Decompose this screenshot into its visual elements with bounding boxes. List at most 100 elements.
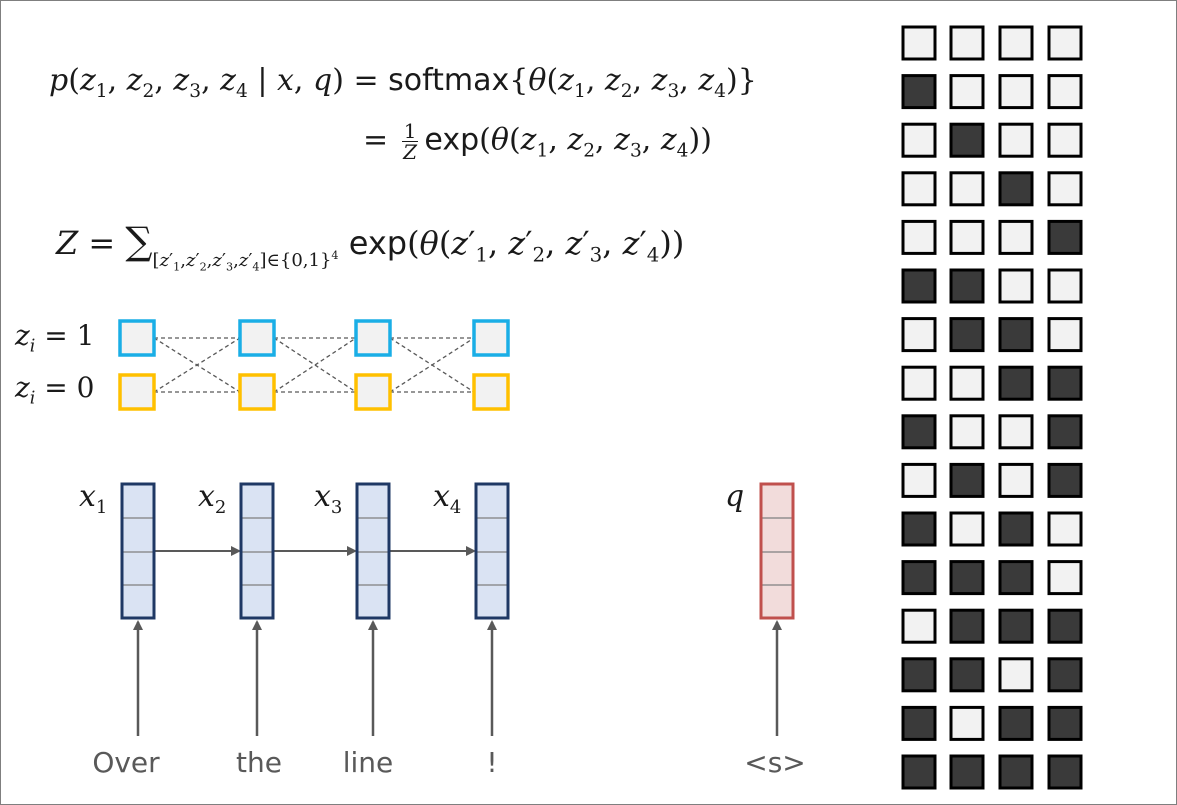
config-cell [901,219,937,255]
word-over: Over [92,746,160,779]
config-cell [949,608,985,644]
chain-edge [389,337,475,393]
hidden-vector-x2 [239,482,275,620]
config-cell [949,511,985,547]
hidden-vector-x1 [120,482,156,620]
config-cell [949,171,985,207]
config-cell [949,705,985,741]
config-cell [949,25,985,61]
config-cell [998,219,1034,255]
config-cell [998,560,1034,596]
config-cell [949,414,985,450]
query-label-q: q [725,479,745,514]
hidden-vector-x3 [355,482,391,620]
label-z-equals-zero: zi = 0 [15,371,95,409]
chain-edge [153,337,241,393]
node-z3-state-zero [354,373,392,411]
config-cell [901,122,937,158]
config-cell [1047,122,1083,158]
config-cell [1047,74,1083,110]
config-cell [949,462,985,498]
config-cell [998,25,1034,61]
config-cell [1047,705,1083,741]
config-cell [901,705,937,741]
config-cell [901,608,937,644]
node-z2-state-one [238,319,276,357]
input-label-x4: x4 [433,479,462,518]
config-cell [901,74,937,110]
config-cell [998,608,1034,644]
config-cell [998,657,1034,693]
config-cell [998,74,1034,110]
node-z1-state-one [118,319,156,357]
config-cell [901,657,937,693]
node-z2-state-zero [238,373,276,411]
config-cell [1047,511,1083,547]
config-cell [1047,317,1083,353]
config-cell [949,219,985,255]
word-line: line [342,746,394,779]
input-label-x3: x3 [314,479,343,518]
config-cell [901,268,937,304]
config-cell [1047,754,1083,790]
config-cell [901,317,937,353]
config-cell [998,462,1034,498]
config-cell [949,560,985,596]
node-z1-state-zero [118,373,156,411]
config-cell [998,414,1034,450]
config-cell [901,25,937,61]
config-cell [901,754,937,790]
node-z4-state-zero [472,373,510,411]
config-cell [1047,657,1083,693]
config-cell [998,754,1034,790]
query-vector [759,482,795,620]
config-cell [901,414,937,450]
config-cell [998,705,1034,741]
config-cell [901,511,937,547]
equation-partition-function: Z = ∑[z′1,z′2,z′3,z′4]∈{0,1}4 exp(θ(z′1,… [56,219,685,274]
chain-edge [273,337,357,393]
config-cell [1047,414,1083,450]
config-cell [998,511,1034,547]
config-cell [949,365,985,401]
config-cell [998,171,1034,207]
config-cell [998,317,1034,353]
config-cell [949,74,985,110]
hidden-vector-x4 [474,482,510,620]
word-start-token: <s> [744,746,806,779]
config-cell [901,365,937,401]
config-cell [949,268,985,304]
equation-joint-probability: p(z1, z2, z3, z4 | x, q) = softmax{θ(z1,… [49,63,757,102]
config-cell [901,462,937,498]
input-label-x2: x2 [198,479,227,518]
config-cell [1047,25,1083,61]
config-cell [1047,219,1083,255]
config-cell [949,122,985,158]
label-z-equals-one: zi = 1 [15,319,95,357]
input-label-x1: x1 [79,479,108,518]
config-cell [998,268,1034,304]
config-cell [998,122,1034,158]
config-cell [901,560,937,596]
encoder [120,482,795,736]
config-cell [1047,171,1083,207]
config-cell [998,365,1034,401]
latent-chain [118,319,510,411]
config-cell [1047,608,1083,644]
node-z3-state-one [354,319,392,357]
config-cell [949,754,985,790]
config-cell [949,317,985,353]
configuration-grid [901,25,1083,790]
config-cell [1047,365,1083,401]
config-cell [1047,268,1083,304]
word-the: the [236,746,282,779]
config-cell [1047,462,1083,498]
config-cell [1047,560,1083,596]
config-cell [949,657,985,693]
node-z4-state-one [472,319,510,357]
config-cell [901,171,937,207]
